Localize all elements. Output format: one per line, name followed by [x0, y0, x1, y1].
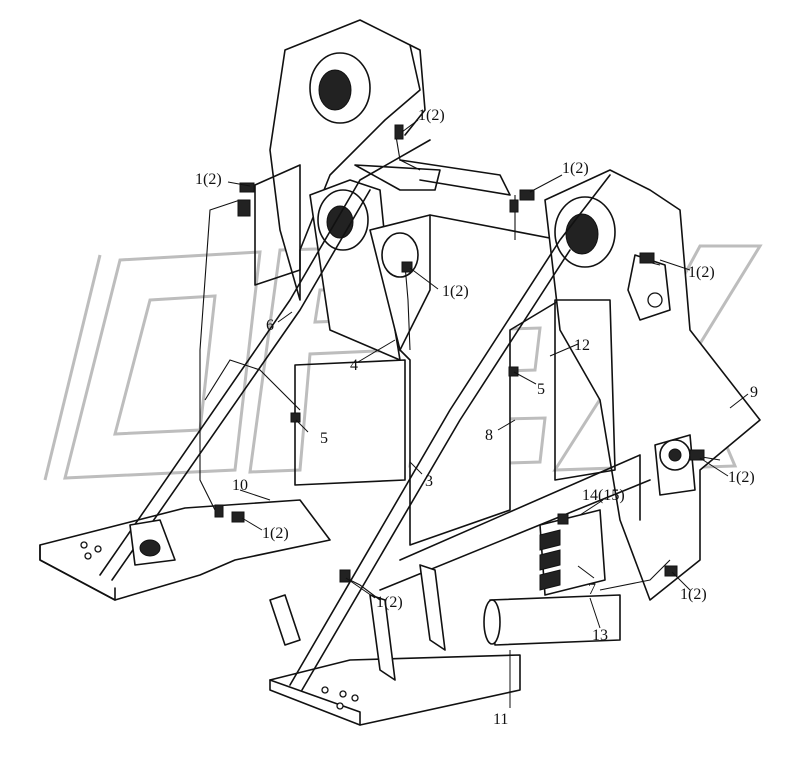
- callout-c2: 1(2): [418, 107, 445, 124]
- base-plate-left: [39, 499, 331, 601]
- callout-c20: 7: [588, 581, 596, 598]
- callout-c11: 4: [350, 357, 358, 374]
- callout-c4: 1(2): [442, 283, 469, 300]
- gussets: [129, 519, 446, 681]
- cylinder-pipe: [483, 594, 621, 646]
- base-plate-bottom: [269, 654, 521, 726]
- middle-housing: [294, 214, 561, 546]
- callout-c3: 1(2): [562, 160, 589, 177]
- callout-c1: 1(2): [195, 171, 222, 188]
- callout-c5: 1(2): [688, 264, 715, 281]
- callout-c6: 1(2): [728, 469, 755, 486]
- frame-rails: [99, 139, 651, 691]
- callout-labels: 1(2) 1(2) 1(2) 1(2) 1(2) 1(2) 1(2) 1(2) …: [195, 107, 758, 728]
- callout-c13: 5: [320, 430, 328, 447]
- callout-c7: 1(2): [262, 525, 289, 542]
- callout-c10: 6: [266, 317, 274, 334]
- callout-c21: 13: [592, 627, 608, 644]
- callout-c12: 12: [574, 337, 590, 354]
- callout-c15: 9: [750, 384, 758, 401]
- callout-c9: 1(2): [680, 586, 707, 603]
- callout-c22: 11: [493, 711, 508, 728]
- callout-c17: 3: [425, 473, 433, 490]
- leader-lines: [227, 119, 749, 708]
- left-tower: [254, 19, 426, 301]
- callout-c14: 5: [537, 381, 545, 398]
- callout-c19: 14(15): [582, 487, 625, 504]
- fittings: [214, 124, 705, 583]
- callout-c8: 1(2): [376, 594, 403, 611]
- callout-c18: 10: [232, 477, 248, 494]
- right-tower: [544, 169, 761, 601]
- callout-c16: 8: [485, 427, 493, 444]
